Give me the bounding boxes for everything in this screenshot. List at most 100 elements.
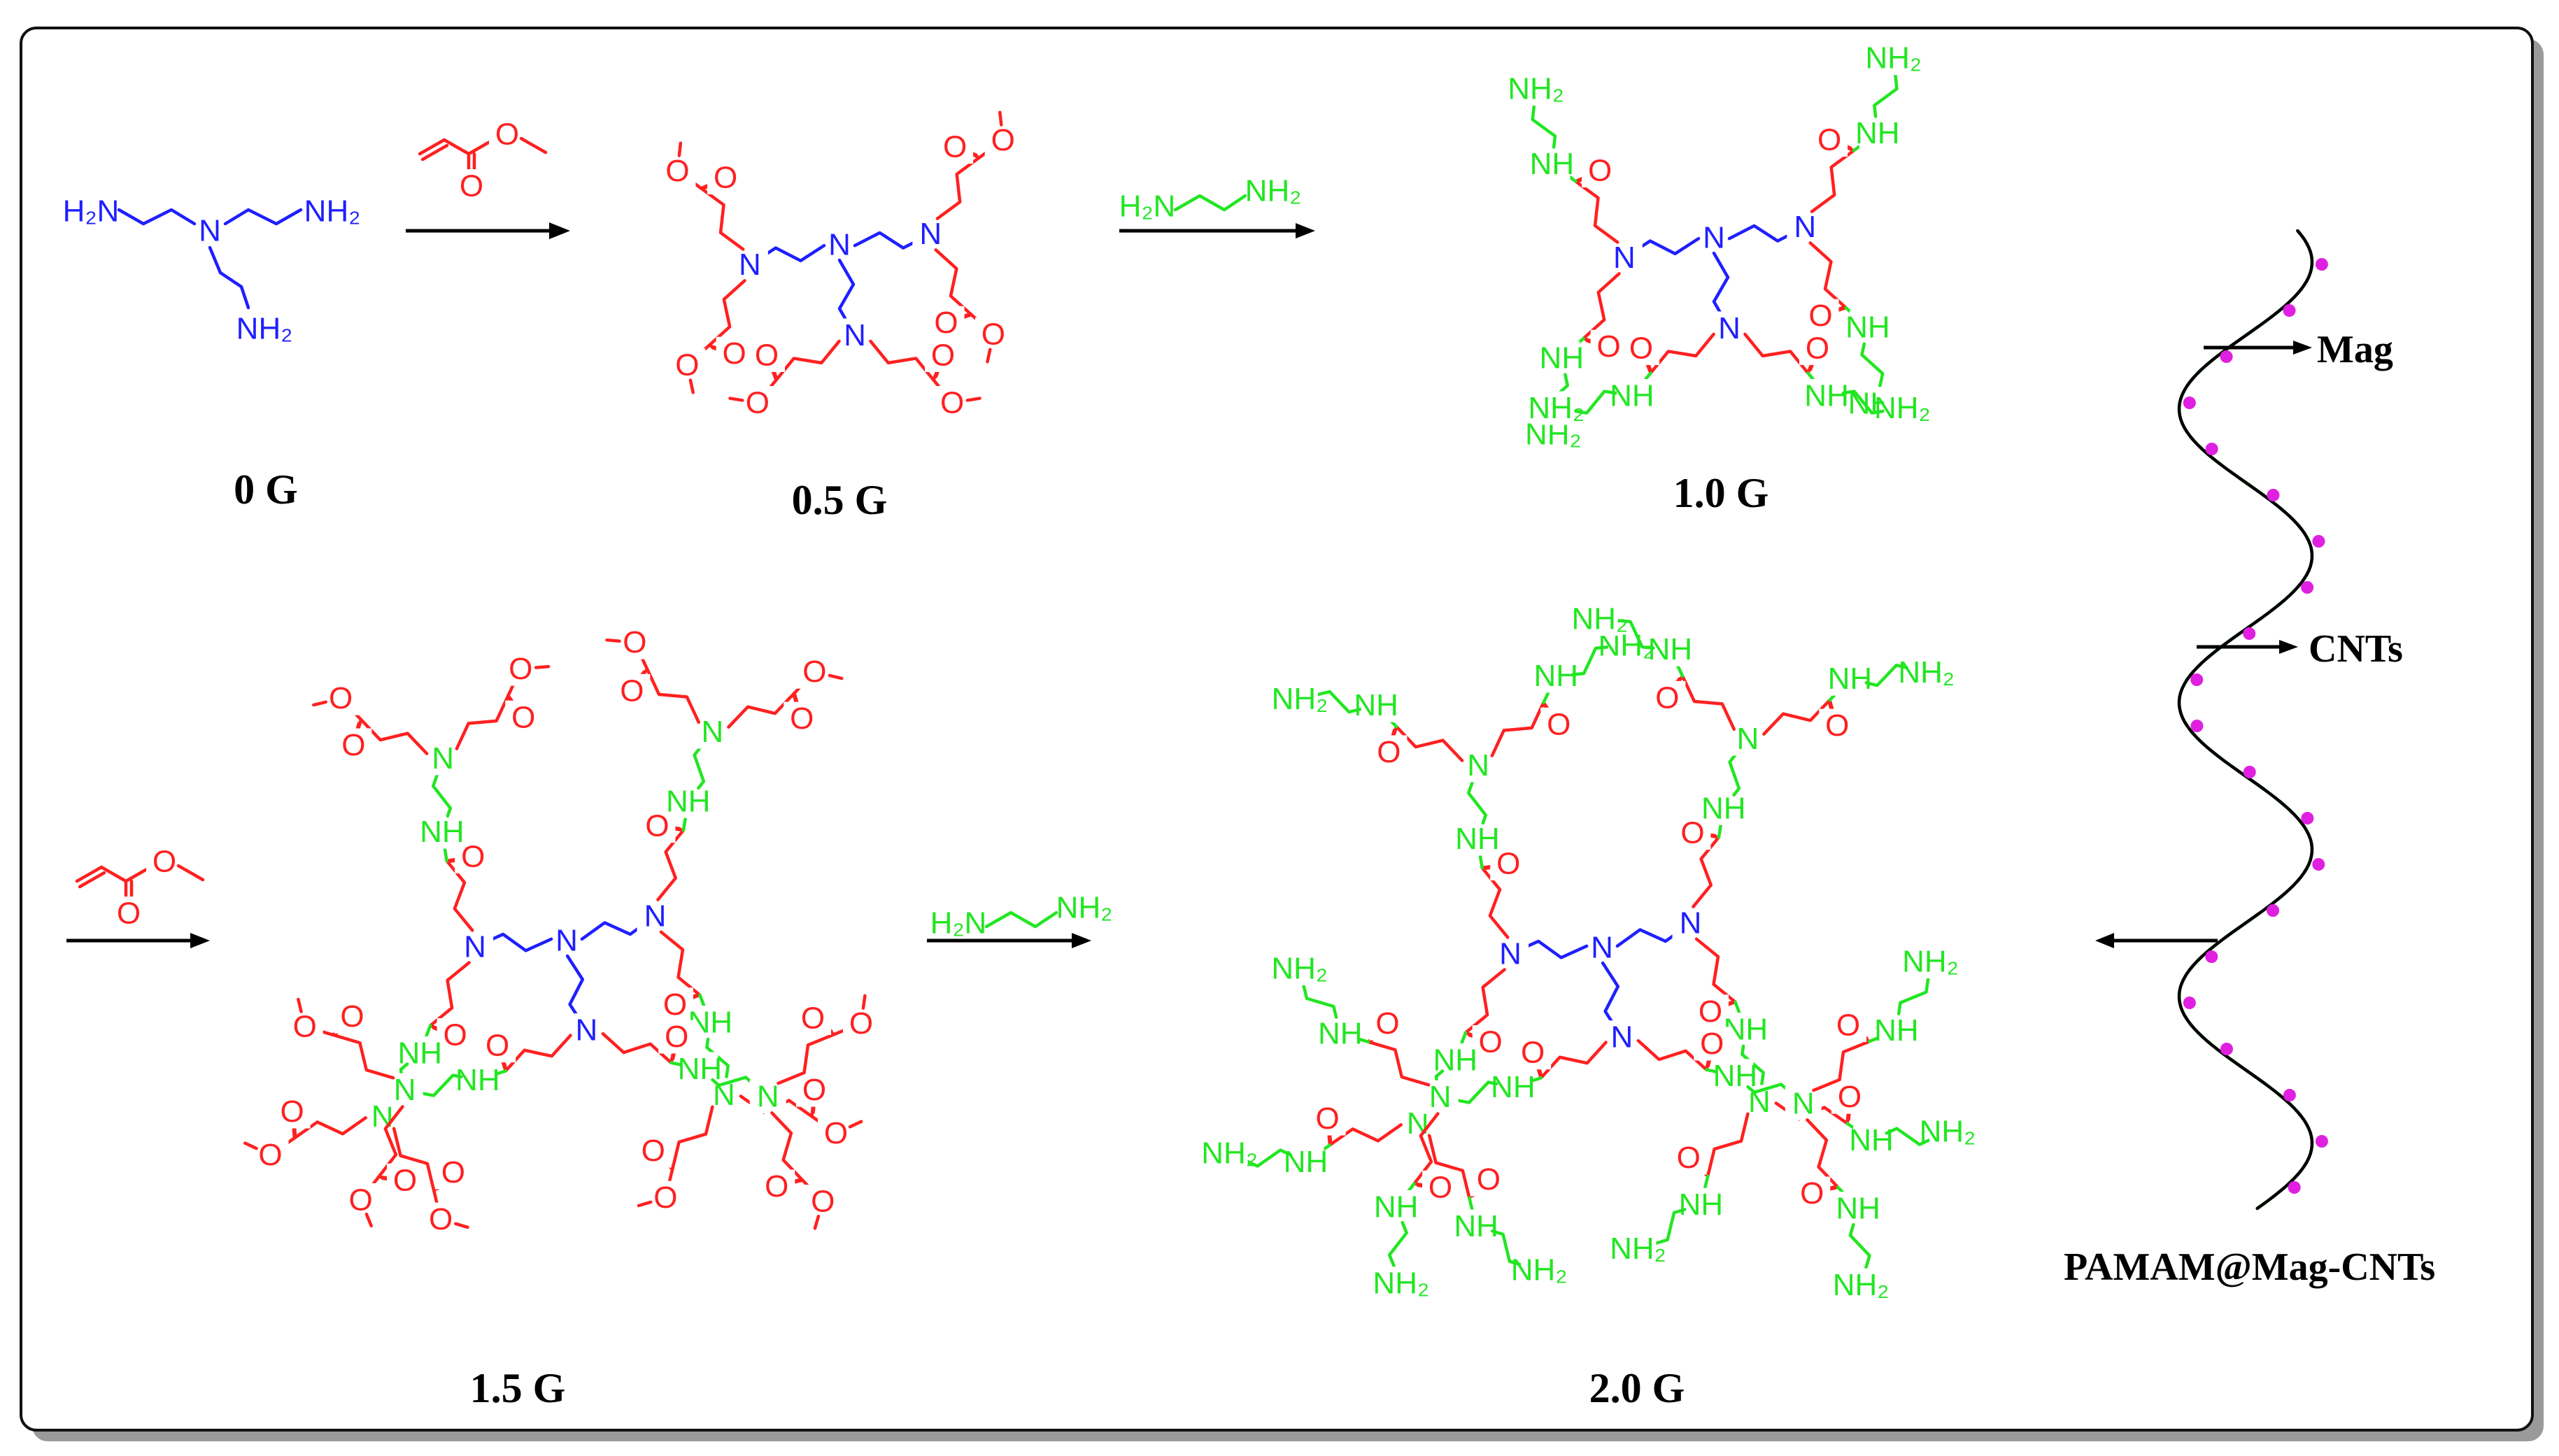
carbonyl-oxygen: O: [1655, 680, 1679, 715]
bond: [1873, 71, 1899, 118]
branch-nitrogen: N: [432, 741, 454, 776]
atom-mask: [639, 809, 676, 843]
nanotube-core: [2177, 229, 2314, 1211]
ester-oxygen: O: [495, 117, 519, 152]
atom-mask: [1811, 123, 1848, 157]
bond: [688, 378, 695, 394]
bond: [659, 930, 702, 997]
bond: [965, 397, 981, 402]
branch-nitrogen: N: [919, 217, 942, 251]
methyl-acrylate-reagent: OO: [418, 117, 548, 204]
amide-nh: NH: [1454, 1209, 1498, 1243]
bond: [1728, 749, 1741, 797]
bond: [774, 339, 841, 382]
carbonyl-oxygen: O: [1808, 299, 1832, 333]
atom-mask: [1515, 1036, 1552, 1070]
bond: [1743, 332, 1810, 375]
bond: [117, 208, 197, 226]
atom-mask: [912, 217, 949, 251]
atom-mask: [1458, 1209, 1495, 1243]
bond: [693, 742, 706, 790]
atom-mask: [1533, 147, 1571, 181]
atom-mask: [342, 1183, 379, 1217]
bond: [1301, 982, 1338, 1019]
bond: [1727, 224, 1794, 243]
bond: [645, 667, 701, 724]
atom-mask: [1281, 951, 1318, 985]
atom-mask: [434, 1155, 472, 1190]
atom-mask: [1670, 1141, 1707, 1175]
carbon-nanotube: [2177, 229, 2328, 1211]
bond: [1387, 1220, 1408, 1271]
bond: [1841, 390, 1889, 415]
amide-nh: NH: [1724, 1013, 1768, 1047]
atom-mask: [1581, 602, 1618, 636]
bond: [1490, 1229, 1526, 1268]
atom-mask: [1470, 1162, 1507, 1197]
amide-nh: NH: [1491, 1070, 1536, 1104]
atom-mask: [837, 318, 873, 352]
bond: [1848, 1222, 1871, 1272]
atom-mask: [1787, 210, 1824, 244]
atom-mask: [669, 348, 706, 383]
atom-mask: [616, 625, 653, 659]
atom-mask: [795, 1001, 832, 1035]
atom-mask: [423, 1202, 460, 1236]
branch-nitrogen: N: [1794, 210, 1816, 244]
amide-nh: NH: [1648, 632, 1693, 666]
ester-oxygen: O: [981, 317, 1005, 352]
carbonyl-oxygen: O: [1800, 1176, 1824, 1211]
carbonyl-oxygen: O: [1377, 735, 1401, 769]
bond: [760, 243, 826, 263]
amide-nh: NH: [1540, 341, 1585, 376]
bond: [1810, 149, 1856, 213]
bond: [853, 231, 920, 250]
carbonyl-oxygen: O: [460, 169, 483, 204]
bond: [813, 1214, 821, 1230]
atom-mask: [1521, 1253, 1558, 1287]
bond: [1651, 1208, 1687, 1246]
frame: [20, 27, 2534, 1432]
atom-mask: [1830, 1008, 1867, 1042]
branch-nitrogen: N: [1611, 1020, 1633, 1055]
branch-nitrogen: N: [757, 1079, 779, 1113]
amide-nh: NH: [1354, 688, 1398, 722]
bond: [487, 932, 553, 952]
carbonyl-oxygen: O: [341, 728, 365, 762]
atom-mask: [1840, 1192, 1877, 1226]
magnetic-nanoparticle: [2220, 350, 2233, 363]
atom-mask: [1711, 311, 1748, 345]
atom-mask: [1492, 937, 1529, 971]
atom-mask: [1211, 1136, 1248, 1170]
atom-mask: [1619, 1232, 1657, 1266]
branch-nitrogen: N: [1499, 937, 1522, 971]
carbonyl-oxygen: O: [1479, 1025, 1503, 1059]
atom-mask: [707, 161, 744, 195]
carbonyl-oxygen: O: [1629, 331, 1653, 365]
carbonyl-oxygen: O: [1806, 331, 1829, 365]
branch-nitrogen: N: [844, 318, 866, 352]
atom-mask: [335, 728, 372, 762]
bond: [986, 348, 992, 364]
atom-mask: [1422, 1170, 1459, 1204]
ester-oxygen: O: [849, 1006, 873, 1041]
atom-mask: [716, 336, 753, 371]
ester-oxygen: O: [623, 625, 646, 659]
core-nitrogen: N: [555, 924, 578, 958]
magnetic-nanoparticle: [2267, 904, 2280, 917]
atom-mask: [614, 673, 651, 708]
bond: [637, 1200, 653, 1208]
reagent-amine-left: H₂N: [1119, 190, 1176, 224]
atom-mask: [1370, 735, 1408, 769]
atom-mask: [1705, 791, 1742, 825]
atom-mask: [1929, 1115, 1966, 1149]
atom-mask: [1623, 331, 1660, 365]
bond: [364, 1212, 373, 1228]
carbonyl-oxygen: O: [1817, 123, 1841, 157]
atom-mask: [1490, 846, 1527, 880]
ester-oxygen: O: [665, 154, 689, 188]
magnetic-nanoparticle: [2205, 950, 2218, 963]
carbonyl-oxygen: O: [755, 338, 779, 372]
label-generation-15: 1.5 G: [470, 1365, 566, 1411]
